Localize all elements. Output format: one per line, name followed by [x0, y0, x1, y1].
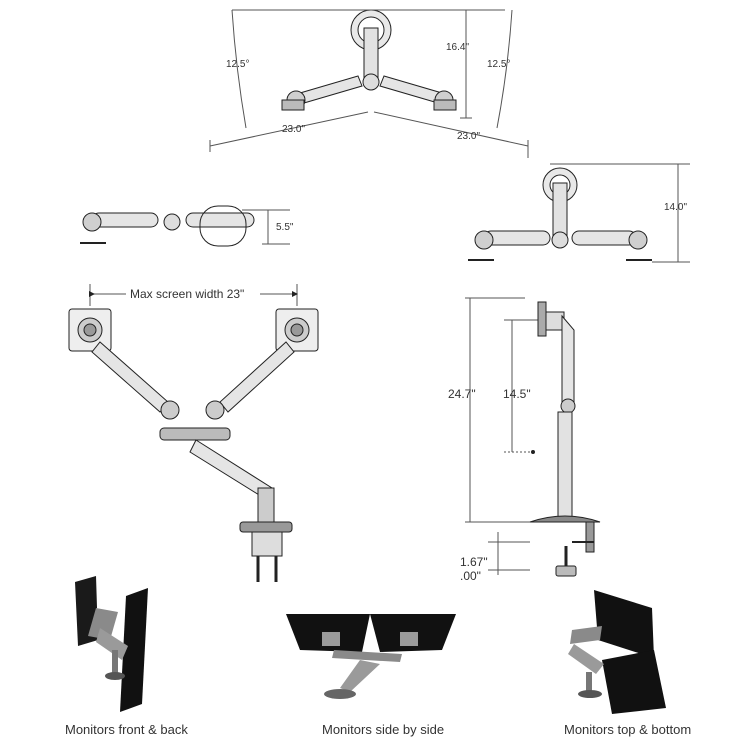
max-width-label: Max screen width 23": [130, 287, 244, 301]
adjust-range-label: 14.5": [503, 387, 531, 401]
clamp-max-label: 1.67": [460, 555, 488, 569]
side-profile-diagram: [465, 297, 601, 577]
caption-side-by-side: Monitors side by side: [322, 722, 445, 737]
span-right-label: 23.0": [457, 131, 480, 142]
total-height-label: 24.7": [448, 387, 476, 401]
low-height-label: 5.5": [276, 222, 294, 233]
top-height-label: 16.4": [446, 42, 469, 53]
span-left-label: 23.0": [282, 124, 305, 135]
caption-top-bottom: Monitors top & bottom: [564, 722, 692, 737]
clamp-min-label: .00": [460, 569, 481, 583]
photo-side-by-side: [286, 614, 456, 699]
photo-top-bottom: [568, 590, 666, 714]
front-view-diagram: [68, 284, 319, 582]
photo-front-back: [75, 576, 148, 712]
caption-front-back: Monitors front & back: [65, 722, 188, 737]
angle-right-label: 12.5°: [487, 59, 510, 70]
high-height-label: 14.0": [664, 202, 687, 213]
top-view-diagram: [209, 9, 529, 158]
angle-left-label: 12.5°: [226, 59, 249, 70]
side-view-high-diagram: [468, 163, 690, 263]
side-view-low-diagram: [80, 205, 290, 247]
